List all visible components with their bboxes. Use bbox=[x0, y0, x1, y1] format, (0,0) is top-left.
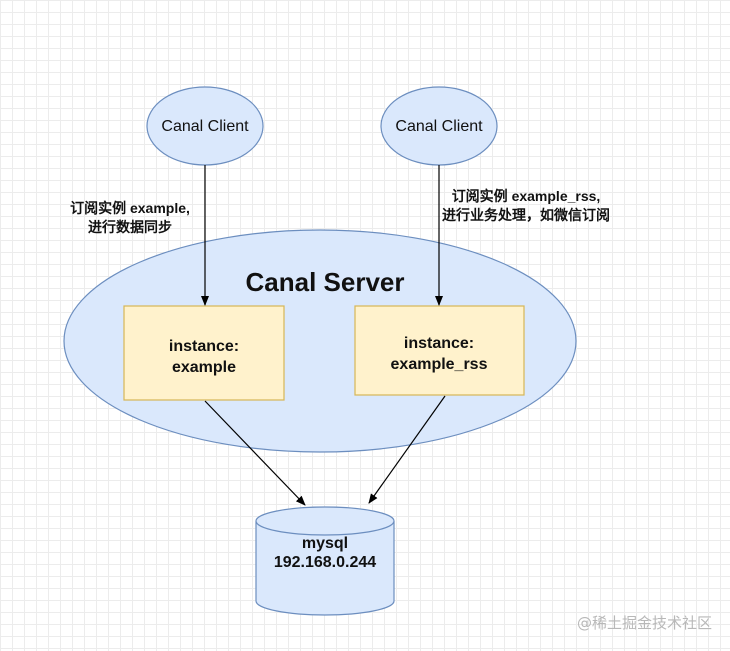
instance-example-line2: example bbox=[172, 359, 236, 376]
instance-rss-line2: example_rss bbox=[391, 356, 488, 373]
edge-label-1-line1: 订阅实例 example, bbox=[70, 200, 190, 216]
edge-label-2-line2: 进行业务处理，如微信订阅 bbox=[442, 207, 610, 223]
server-title: Canal Server bbox=[246, 267, 405, 297]
edge-label-1-line2: 进行数据同步 bbox=[88, 219, 172, 235]
edge-instance-rss-to-mysql bbox=[368, 395, 446, 504]
mysql-line1: mysql bbox=[302, 535, 348, 552]
edge-label-2-line1: 订阅实例 example_rss, bbox=[452, 188, 601, 204]
edge-instance-to-mysql bbox=[204, 400, 306, 506]
client-1-label: Canal Client bbox=[161, 118, 249, 135]
client-2-label: Canal Client bbox=[395, 118, 483, 135]
instance-example-line1: instance: bbox=[169, 338, 239, 355]
canal-client-1: Canal Client bbox=[146, 86, 264, 166]
instance-rss-line1: instance: bbox=[404, 335, 474, 352]
mysql-line2: 192.168.0.244 bbox=[274, 554, 376, 571]
instance-example-rss: instance: example_rss bbox=[354, 305, 525, 396]
canal-client-2: Canal Client bbox=[380, 86, 498, 166]
watermark: @稀土掘金技术社区 bbox=[576, 614, 712, 632]
instance-example: instance: example bbox=[123, 305, 285, 401]
mysql-database: mysql 192.168.0.244 bbox=[255, 506, 395, 616]
